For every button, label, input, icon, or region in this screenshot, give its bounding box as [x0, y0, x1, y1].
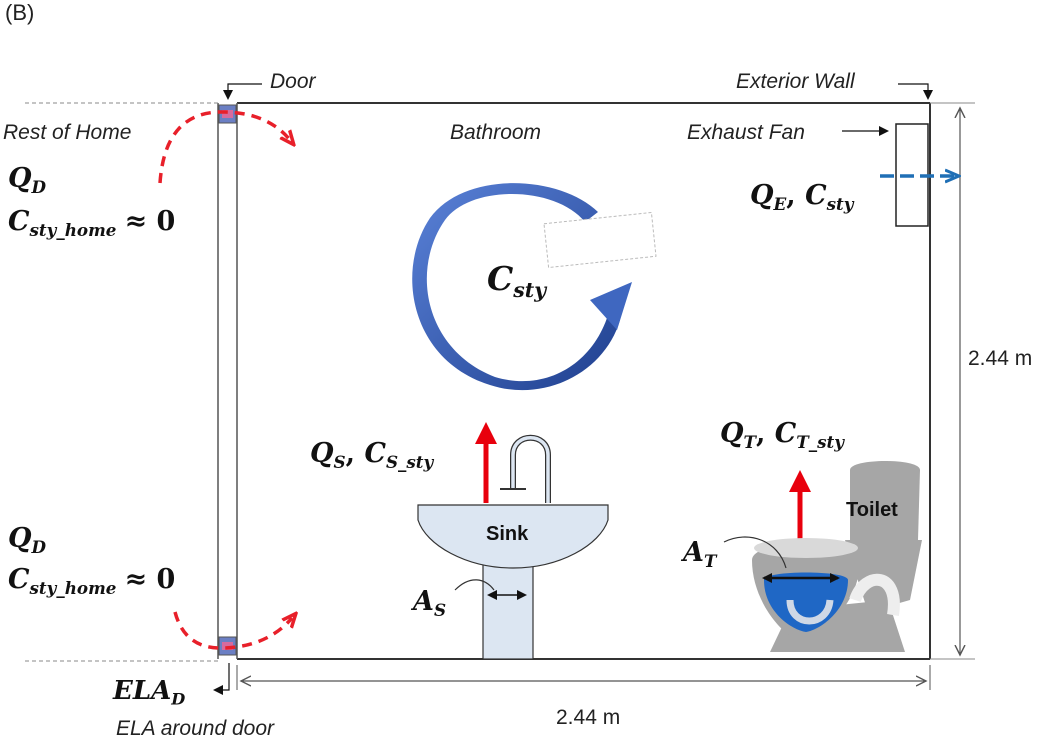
door-gap-bottom — [218, 636, 237, 656]
width-dimension — [236, 665, 931, 690]
label-leaders — [213, 83, 933, 695]
door-airflow-arrow-top — [158, 110, 290, 184]
bathroom-label: Bathroom — [450, 121, 542, 144]
toilet-area-label: AT — [683, 537, 717, 571]
home-concentration-top-label: Csty_home≈ 0 — [8, 206, 176, 240]
ela-door-label: ELAD — [113, 676, 186, 709]
door-label: Door — [270, 70, 316, 93]
guide-lines — [25, 102, 975, 662]
bathroom-concentration-label: Csty — [487, 259, 547, 303]
toilet-icon — [723, 461, 922, 652]
width-dimension-label: 2.44 m — [556, 706, 621, 729]
toilet-emission-arrow — [789, 470, 811, 540]
exhaust-flow-label: QE, Csty — [750, 180, 854, 214]
sink-label: Sink — [486, 523, 529, 545]
sink-area-label: AS — [413, 586, 447, 620]
door-gap-top — [218, 104, 237, 124]
toilet-emission-label: QT, CT_sty — [720, 418, 844, 452]
rest-of-home-label: Rest of Home — [3, 121, 132, 144]
toilet-label: Toilet — [846, 499, 898, 521]
exterior-wall-label: Exterior Wall — [736, 70, 855, 93]
height-dimension-label: 2.44 m — [968, 347, 1033, 370]
ela-around-door-label: ELA around door — [116, 717, 275, 740]
door-airflow-arrow-bottom — [173, 612, 292, 650]
sink-emission-arrow — [475, 422, 497, 503]
door-flow-bottom-label: QD — [8, 523, 47, 557]
room-walls — [217, 102, 931, 660]
panel-label: (B) — [5, 0, 35, 25]
exhaust-fan-label: Exhaust Fan — [687, 121, 805, 144]
circular-arrow-icon — [412, 183, 657, 391]
sink-emission-label: QS, CS_sty — [310, 438, 434, 472]
door-flow-top-label: QD — [8, 163, 47, 197]
sink-icon — [417, 434, 609, 660]
home-concentration-bottom-label: Csty_home≈ 0 — [8, 564, 176, 598]
